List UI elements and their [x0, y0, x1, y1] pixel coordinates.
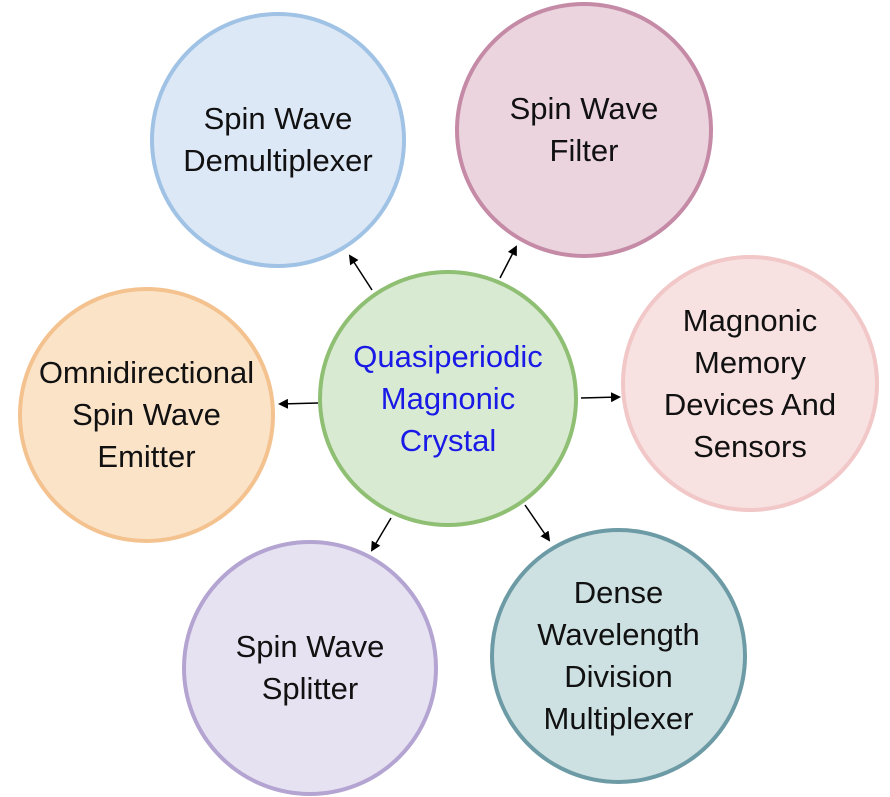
node-spin-wave-splitter: Spin Wave Splitter [182, 540, 438, 796]
dwdm-line-4: Multiplexer [543, 701, 694, 736]
dwdm-line-2: Wavelength [537, 617, 700, 652]
arrow-to-demultiplexer [348, 254, 373, 291]
filter-line-1: Spin Wave [509, 91, 659, 126]
emitter-line-2: Spin Wave [72, 397, 221, 432]
demultiplexer-line-2: Demultiplexer [183, 143, 373, 178]
arrow-to-dwdm [524, 504, 551, 542]
arrow-to-memory [580, 392, 621, 403]
memory-line-3: Devices And [663, 386, 837, 422]
center-line-2: Magnonic [380, 380, 516, 416]
memory-line-2: Memory [694, 344, 806, 380]
memory-line-1: Magnonic [682, 302, 818, 338]
node-spin-wave-demultiplexer: Spin Wave Demultiplexer [150, 12, 406, 268]
node-dense-wavelength-division-multiplexer: Dense Wavelength Division Multiplexer [490, 528, 747, 784]
node-magnonic-memory-devices-and-sensors: Magnonic Memory Devices And Sensors [621, 255, 879, 512]
emitter-line-1: Omnidirectional [38, 355, 255, 390]
dwdm-line-3: Division [564, 659, 673, 694]
demultiplexer-line-1: Spin Wave [203, 101, 353, 136]
memory-line-4: Sensors [693, 428, 807, 464]
center-line-1: Quasiperiodic [353, 338, 543, 374]
arrow-to-emitter [278, 398, 319, 409]
center-node-quasiperiodic-magnonic-crystal: Quasiperiodic Magnonic Crystal [318, 270, 578, 527]
emitter-line-3: Emitter [97, 439, 196, 474]
node-spin-wave-filter: Spin Wave Filter [455, 2, 713, 258]
splitter-line-2: Splitter [261, 671, 359, 706]
arrow-to-splitter [370, 517, 392, 552]
filter-line-2: Filter [549, 133, 619, 168]
node-omnidirectional-spin-wave-emitter: Omnidirectional Spin Wave Emitter [18, 287, 275, 543]
dwdm-line-1: Dense [573, 575, 664, 610]
splitter-line-1: Spin Wave [235, 629, 385, 664]
center-line-3: Crystal [399, 422, 497, 458]
arrow-to-filter [499, 245, 517, 279]
